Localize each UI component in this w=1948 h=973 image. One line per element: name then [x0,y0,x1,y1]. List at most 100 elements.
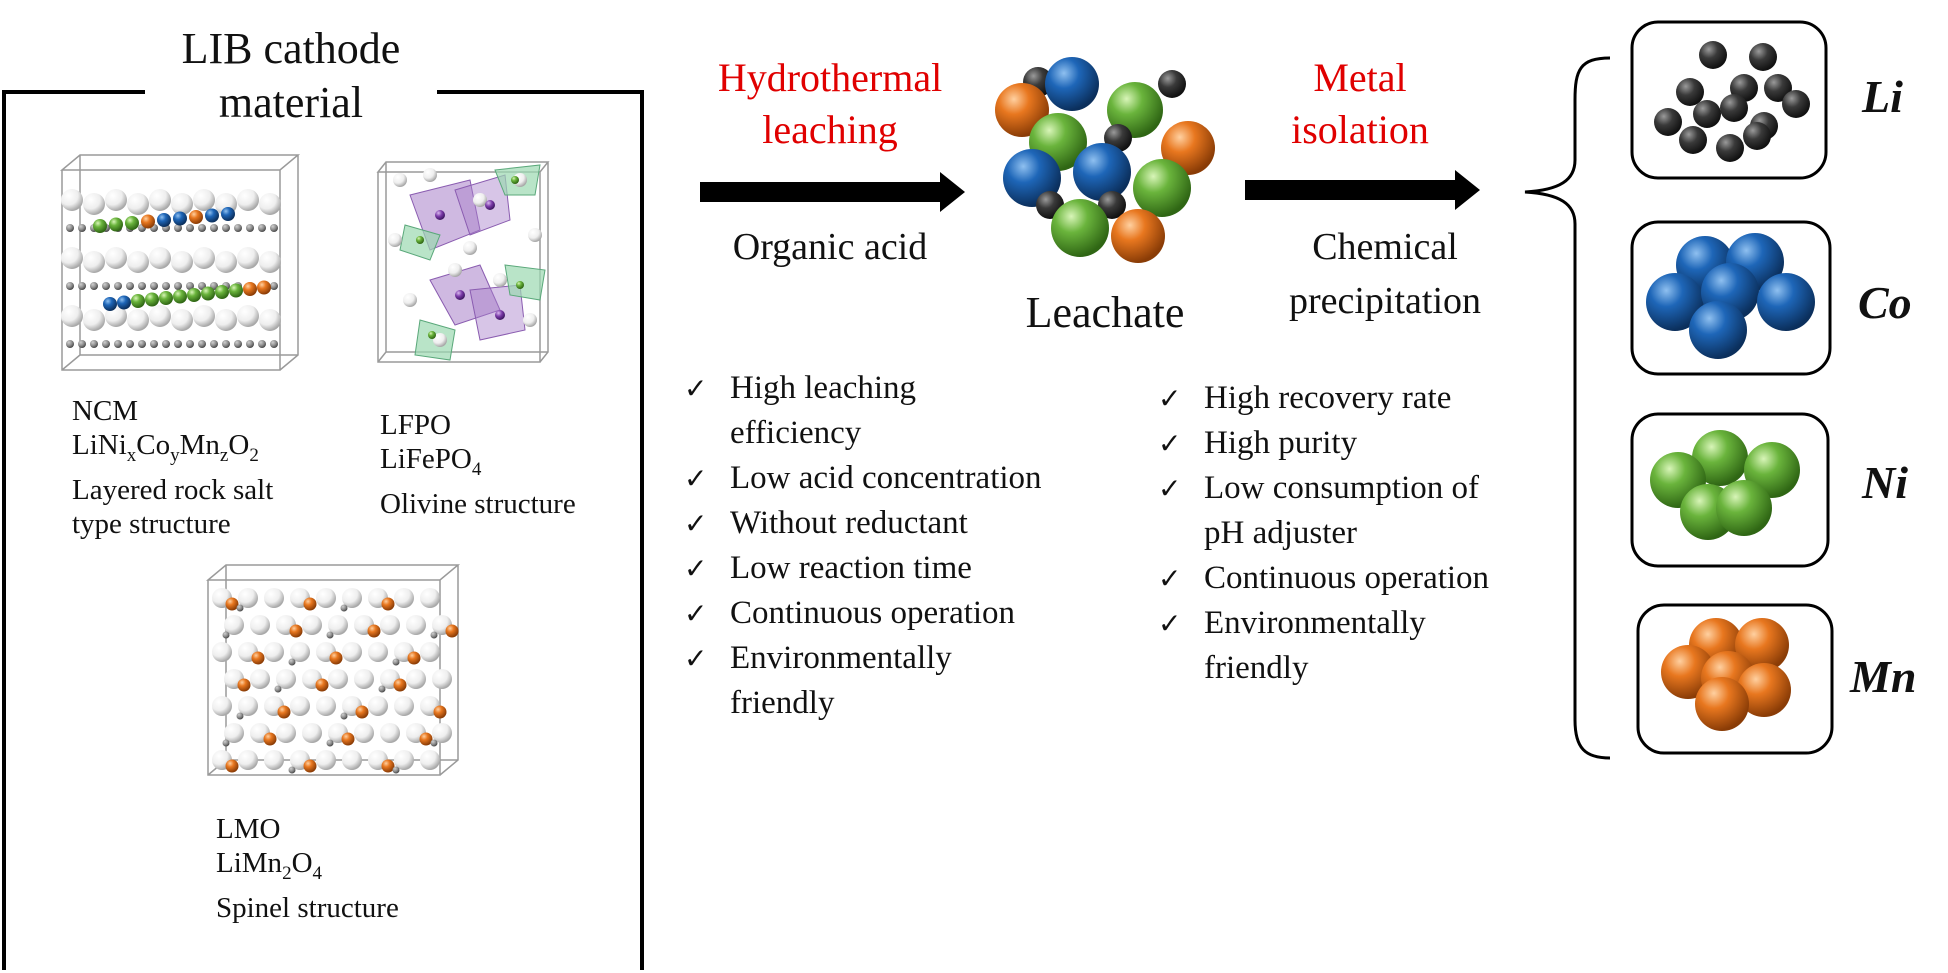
check-icon: ✓ [684,372,708,405]
lattice-sphere [237,189,259,211]
oxygen-sphere [78,282,86,290]
cathode-title: LIB cathode material [145,22,437,130]
lattice-sphere [380,615,400,635]
lattice-sphere [433,333,447,347]
li-sphere [1654,108,1682,136]
oxygen-sphere [222,224,230,232]
mn-sphere [277,705,291,719]
lattice-sphere [406,615,426,635]
ni-spheres [1650,430,1800,540]
ncm-desc1: Layered rock salt [72,473,274,506]
lattice-sphere [149,189,171,211]
lfpo-formula: LiFePO4 [380,443,482,480]
lattice-sphere [264,588,284,608]
oxygen-sphere [340,712,348,720]
benefit-text: Without reductant [730,505,968,541]
benefit-item: ✓Without reductant [684,501,1104,546]
mn-sphere [225,597,239,611]
oxygen-sphere [102,340,110,348]
lattice-sphere [302,615,322,635]
lattice-sphere [237,305,259,327]
fe-sphere [455,290,465,300]
lfpo-name: LFPO [380,409,451,441]
fe-sphere [435,210,445,220]
lattice-sphere [420,588,440,608]
mn-sphere [1735,618,1789,672]
lattice-sphere [328,669,348,689]
tm-sphere [141,214,155,229]
leachate-sphere [1161,121,1215,175]
lattice-sphere [342,750,362,770]
benefit-text: Continuous operation [1204,560,1490,596]
step2-benefits-list: ✓High recovery rate✓High purity✓Low cons… [1158,376,1558,691]
oxygen-sphere [198,340,206,348]
oxygen-sphere [114,282,122,290]
oxygen-sphere [222,631,230,639]
lattice-sphere [259,193,281,215]
mn-sphere [303,597,317,611]
li-sphere [1743,122,1771,150]
p-sphere [416,236,424,244]
mn-sphere [381,759,395,773]
tm-sphere [189,210,203,224]
lattice-sphere [193,305,215,327]
mn-sphere [419,732,433,746]
lmo-crystal-illustration [205,564,461,776]
mn-sphere [341,732,355,746]
oxygen-sphere [222,739,230,747]
oxygen-sphere [126,282,134,290]
li-sphere [1679,126,1707,154]
mn-sphere [367,624,381,638]
lattice-sphere [238,588,258,608]
oxygen-sphere [392,658,400,666]
step2-title-line2: isolation [1291,107,1429,152]
leaching-arrow [700,172,965,212]
benefit-text-continued: friendly [1204,650,1309,686]
leachate-sphere [1133,159,1191,217]
oxygen-sphere [102,282,110,290]
oxygen-sphere [162,282,170,290]
p-sphere [428,331,436,339]
lattice-sphere [127,251,149,273]
lfpo-label: LFPO LiFePO4 Olivine structure [380,408,576,521]
mn-sphere [225,759,239,773]
check-icon: ✓ [684,597,708,630]
tm-sphere [93,219,107,233]
benefit-item: ✓Low acid concentration [684,456,1104,501]
ni-label: Ni [1862,457,1908,508]
lmo-name: LMO [216,813,281,845]
oxygen-sphere [246,340,254,348]
mn-sphere [1737,663,1791,717]
lattice-sphere [368,696,388,716]
mn-sphere [263,732,277,746]
step1-title-line2: leaching [762,107,898,152]
ncm-label: NCM LiNixCoyMnzO2 Layered rock salt type… [72,394,273,541]
lattice-sphere [354,669,374,689]
lattice-sphere [127,193,149,215]
oxygen-sphere [114,340,122,348]
oxygen-sphere [270,224,278,232]
isolation-arrow [1245,170,1480,210]
lattice-sphere [264,642,284,662]
tm-sphere [173,211,187,226]
lattice-sphere [354,723,374,743]
mn-sphere [1661,645,1715,699]
lattice-sphere [171,309,193,331]
lattice-sphere [316,750,336,770]
leachate-sphere [995,83,1049,137]
benefit-text: Continuous operation [730,595,1016,631]
lattice-sphere [215,251,237,273]
li-spheres [1654,41,1810,162]
oxygen-sphere [150,282,158,290]
lattice-sphere [224,723,244,743]
leachate-label: Leachate [1025,288,1185,337]
benefit-item: ✓ Continuous operation [684,591,1104,636]
oxygen-sphere [174,340,182,348]
oxygen-sphere [234,224,242,232]
mn-sphere [289,624,303,638]
lattice-sphere [238,696,258,716]
oxygen-sphere [90,282,98,290]
li-sphere [1716,134,1744,162]
